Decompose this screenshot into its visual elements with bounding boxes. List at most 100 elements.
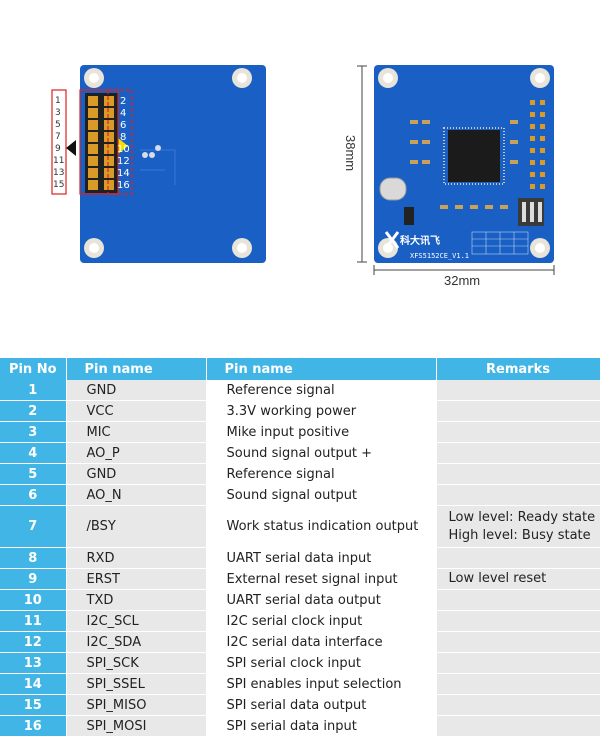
pin-name: GND — [66, 463, 207, 485]
table-row: 7 /BSY Work status indication output Low… — [0, 505, 600, 548]
pin-description: SPI enables input selection — [206, 673, 437, 695]
pin-remarks: Low level: Ready state High level: Busy … — [436, 505, 600, 548]
svg-text:8: 8 — [120, 132, 126, 143]
pin-remarks — [436, 589, 600, 611]
table-row: 14 SPI_SSEL SPI enables input selection — [0, 673, 600, 695]
table-row: 12 I2C_SDA I2C serial data interface — [0, 631, 600, 653]
svg-text:11: 11 — [53, 156, 64, 166]
pin-number: 8 — [0, 547, 67, 569]
pin-name: I2C_SCL — [66, 610, 207, 632]
pin-description: Work status indication output — [206, 505, 437, 548]
pin-description: I2C serial data interface — [206, 631, 437, 653]
table-row: 2 VCC 3.3V working power — [0, 400, 600, 422]
pin-remarks — [436, 694, 600, 716]
pin-number: 10 — [0, 589, 67, 611]
header-pin-name: Pin name — [66, 358, 207, 380]
pin1-arrow-icon — [66, 140, 76, 156]
even-pin-numbers: 2 4 6 8 10 12 14 16 — [117, 96, 130, 191]
pin-description: SPI serial clock input — [206, 652, 437, 674]
pin-name: /BSY — [66, 505, 207, 548]
pin-number: 12 — [0, 631, 67, 653]
pin-description: Sound signal output — [206, 484, 437, 506]
odd-pin-label-box — [51, 89, 67, 195]
pin-number: 14 — [0, 673, 67, 695]
pin-name: SPI_MISO — [66, 694, 207, 716]
table-row: 11 I2C_SCL I2C serial clock input — [0, 610, 600, 632]
pin-number: 9 — [0, 568, 67, 590]
board-photos-figure: 1 3 5 7 9 11 13 15 2 4 6 8 10 12 14 16 — [51, 65, 555, 288]
table-header-row: Pin No Pin name Pin name Remarks — [0, 358, 600, 380]
table-row: 9 ERST External reset signal input Low l… — [0, 568, 600, 590]
height-dimension-label: 38mm — [343, 135, 358, 171]
pin-remarks — [436, 547, 600, 569]
table-row: 3 MIC Mike input positive — [0, 421, 600, 443]
pin-remarks — [436, 380, 600, 401]
iflytek-logo: 科大讯飞 — [384, 231, 440, 249]
svg-text:3: 3 — [55, 108, 61, 118]
pin-description: I2C serial clock input — [206, 610, 437, 632]
table-row: 10 TXD UART serial data output — [0, 589, 600, 611]
pin-table: Pin No Pin name Pin name Remarks 1 GND R… — [0, 358, 600, 737]
pin-remarks — [436, 610, 600, 632]
pin-description: UART serial data input — [206, 547, 437, 569]
pin-name: SPI_SSEL — [66, 673, 207, 695]
pin-description: Reference signal — [206, 380, 437, 401]
pin-number: 3 — [0, 421, 67, 443]
pin-indicator-arrow-icon — [118, 138, 128, 154]
pin-name: AO_P — [66, 442, 207, 464]
pin-remarks — [436, 652, 600, 674]
svg-text:10: 10 — [117, 144, 130, 155]
dimension-annotations: 38mm 32mm — [343, 65, 555, 288]
header-outline-box — [79, 89, 119, 195]
board-label: XFS5152CE_V1.1 — [410, 252, 469, 260]
pin-number: 11 — [0, 610, 67, 632]
pin-number: 6 — [0, 484, 67, 506]
pin-description: Mike input positive — [206, 421, 437, 443]
svg-text:13: 13 — [53, 168, 64, 178]
svg-text:15: 15 — [53, 180, 64, 190]
pin-remarks — [436, 673, 600, 695]
pin-remarks: Low level reset — [436, 568, 600, 590]
remark-line: High level: Busy state — [448, 527, 591, 543]
header-pin-description: Pin name — [206, 358, 437, 380]
svg-text:7: 7 — [55, 132, 61, 142]
table-row: 4 AO_P Sound signal output + — [0, 442, 600, 464]
pin-remarks — [436, 400, 600, 422]
pin-name: TXD — [66, 589, 207, 611]
pin-description: Sound signal output + — [206, 442, 437, 464]
svg-text:9: 9 — [55, 144, 61, 154]
pin-description: UART serial data output — [206, 589, 437, 611]
pin-remarks — [436, 442, 600, 464]
main-chip — [448, 130, 500, 182]
width-dimension-label: 32mm — [444, 273, 480, 288]
pin-description: SPI serial data input — [206, 715, 437, 737]
table-row: 8 RXD UART serial data input — [0, 547, 600, 569]
table-row: 13 SPI_SCK SPI serial clock input — [0, 652, 600, 674]
right-board-front-view: 科大讯飞 XFS5152CE_V1.1 — [374, 65, 554, 263]
pin-number: 13 — [0, 652, 67, 674]
left-board-back-view: 1 3 5 7 9 11 13 15 2 4 6 8 10 12 14 16 — [51, 65, 266, 263]
pin-name: AO_N — [66, 484, 207, 506]
svg-text:6: 6 — [120, 120, 126, 131]
crystal-oscillator — [379, 177, 407, 201]
pin-name: I2C_SDA — [66, 631, 207, 653]
table-row: 1 GND Reference signal — [0, 380, 600, 401]
pin-name: SPI_MOSI — [66, 715, 207, 737]
pin-description: Reference signal — [206, 463, 437, 485]
pin-number: 1 — [0, 380, 67, 401]
table-row: 15 SPI_MISO SPI serial data output — [0, 694, 600, 716]
pin-number: 16 — [0, 715, 67, 737]
pin-name: VCC — [66, 400, 207, 422]
remark-line: Low level reset — [448, 571, 547, 586]
header-pin-no: Pin No — [0, 358, 67, 380]
svg-text:4: 4 — [120, 108, 126, 119]
table-row: 5 GND Reference signal — [0, 463, 600, 485]
svg-text:2: 2 — [120, 96, 126, 107]
pin-number: 4 — [0, 442, 67, 464]
pin-name: ERST — [66, 568, 207, 590]
svg-text:14: 14 — [117, 168, 130, 179]
pin-description: 3.3V working power — [206, 400, 437, 422]
pin-name: GND — [66, 380, 207, 401]
pin-name: MIC — [66, 421, 207, 443]
remark-line: Low level: Ready state — [448, 509, 596, 525]
